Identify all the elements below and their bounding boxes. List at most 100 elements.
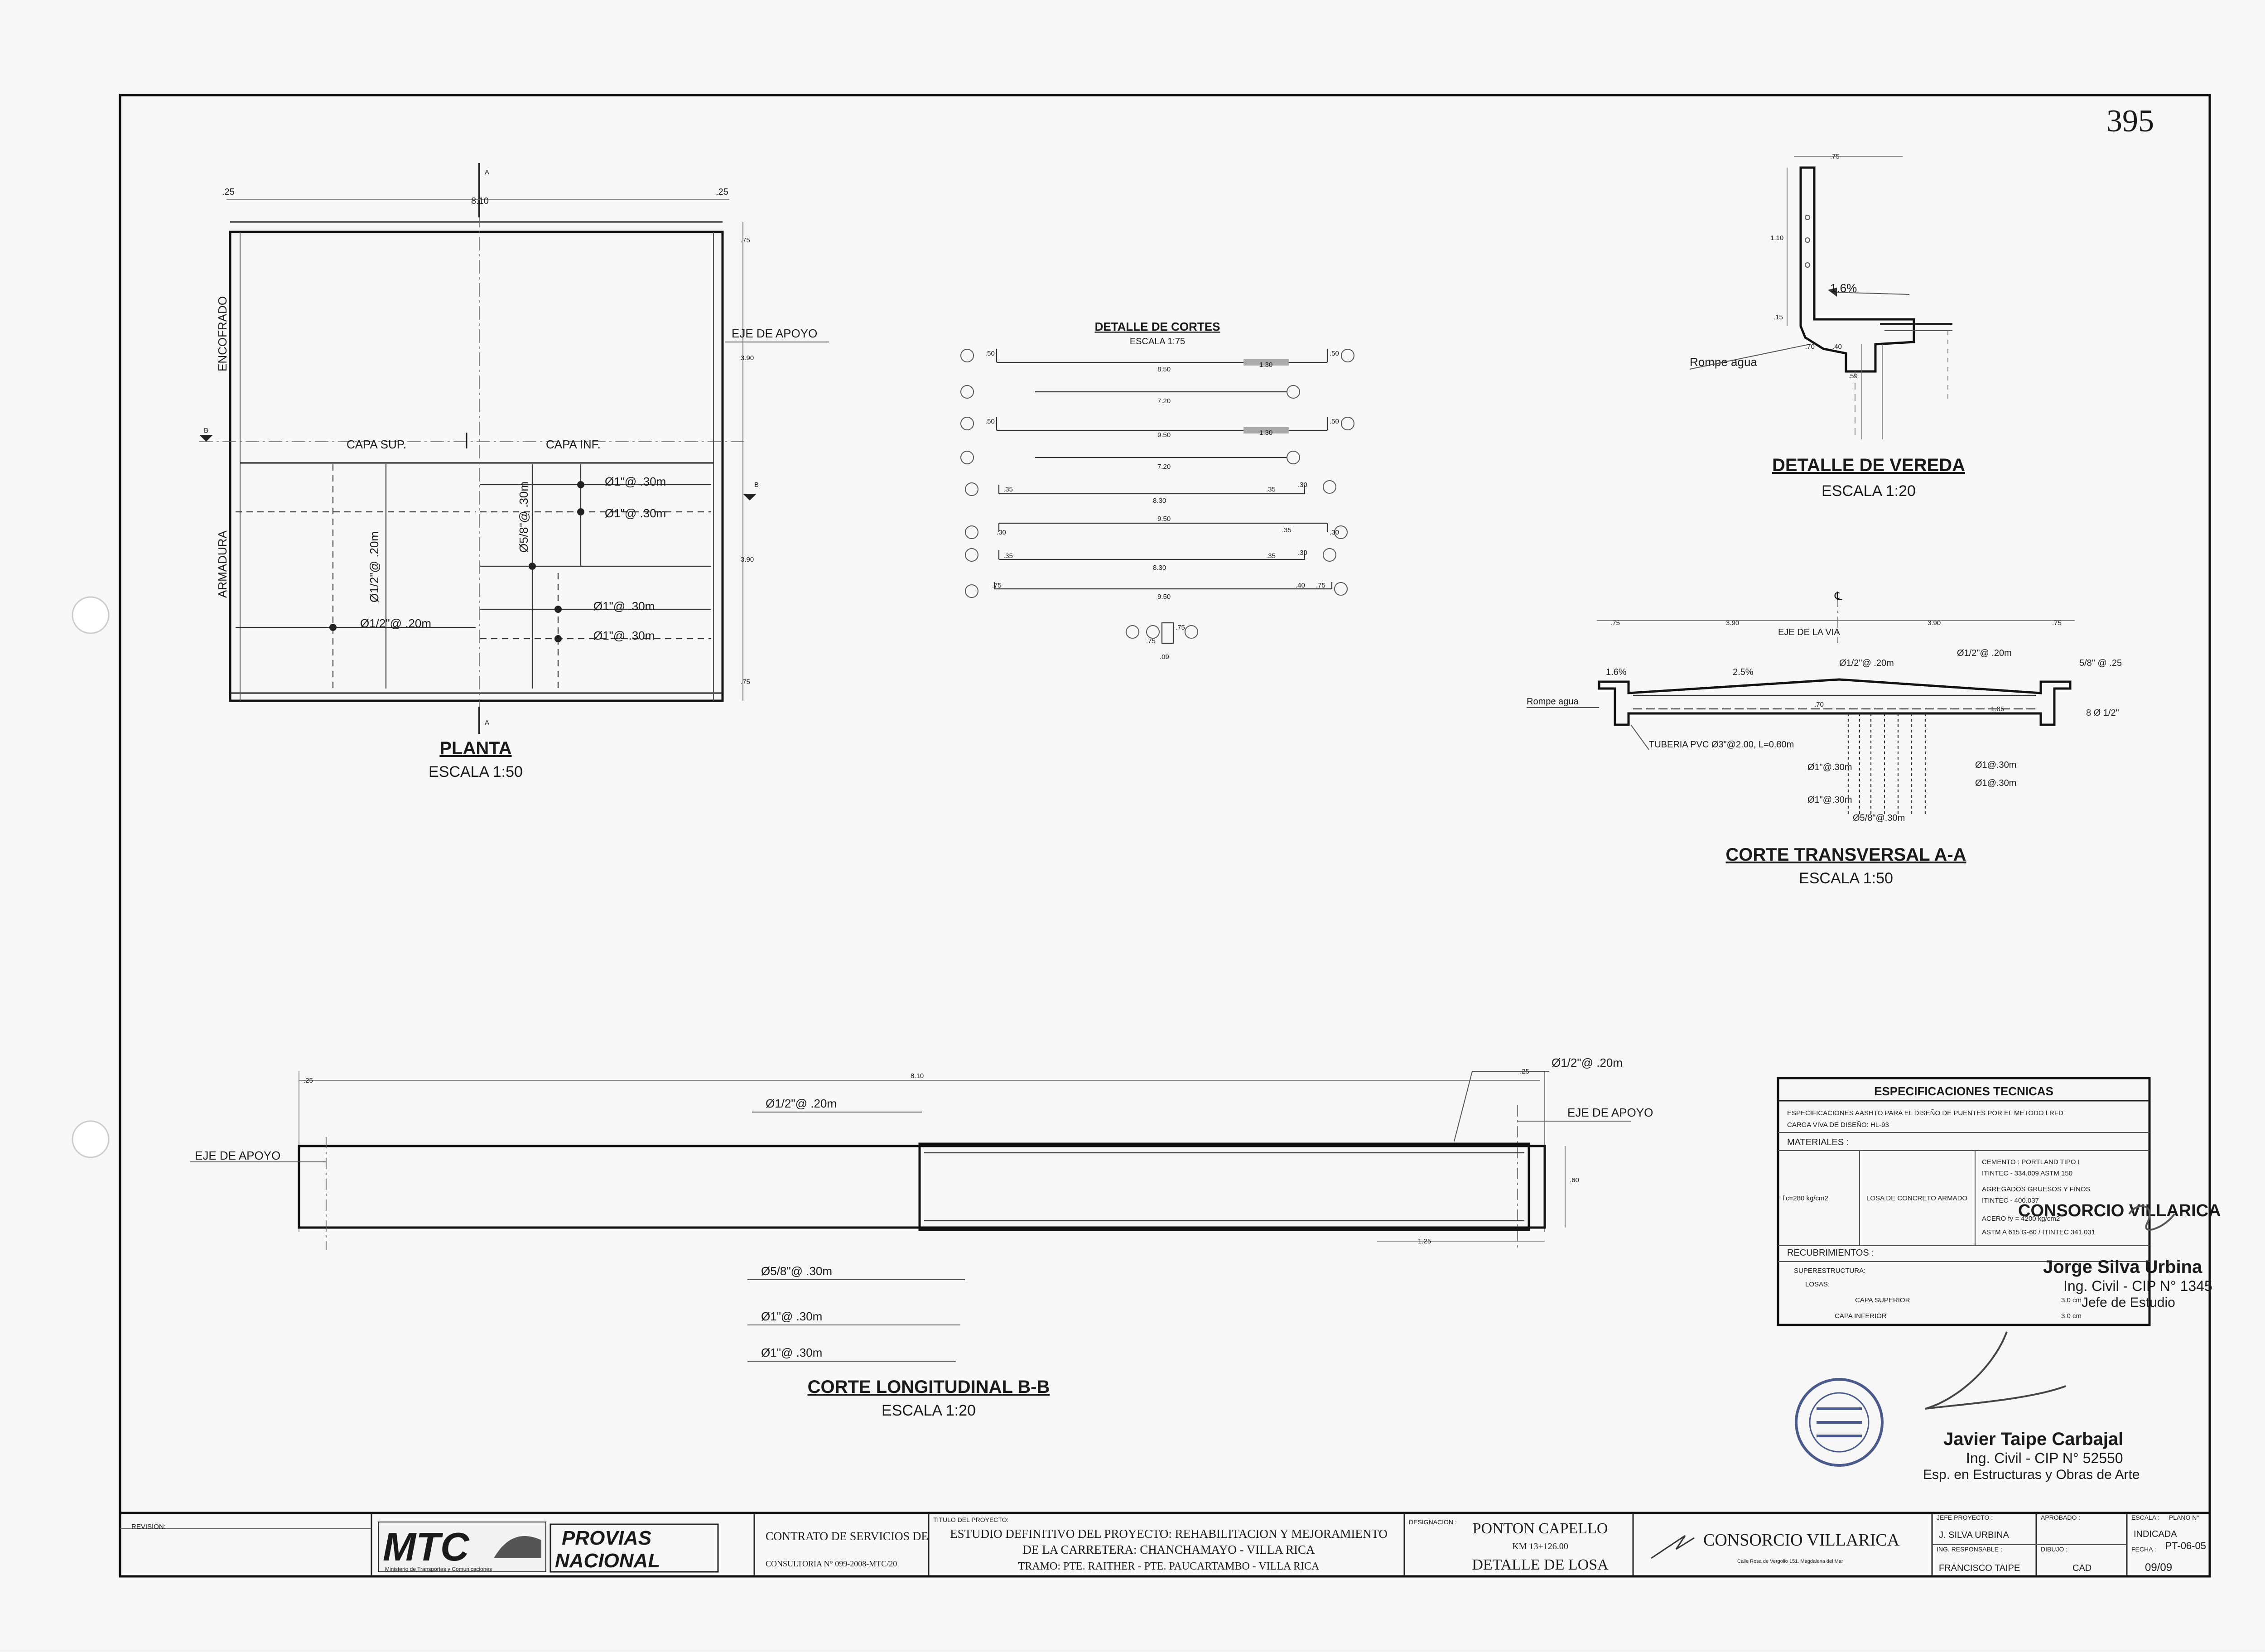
tb-dibujo-label: DIBUJO : (2041, 1546, 2067, 1553)
cortes-r8-left: .75 (992, 582, 1002, 589)
cortes-r7-hook: .35 (1266, 552, 1276, 560)
eje-via-label: EJE DE LA VIA (1778, 627, 1840, 637)
transversal-title: CORTE TRANSVERSAL A-A (1725, 845, 1966, 865)
cortes-r5-hook: .35 (1266, 486, 1276, 493)
binder-hole-bottom (72, 1120, 110, 1158)
specs-line2: CARGA VIVA DE DISEÑO: HL-93 (1787, 1121, 1889, 1129)
bar-row-2: 7.20 (960, 385, 1300, 405)
long-bar-1a: Ø1"@ .30m (761, 1310, 822, 1323)
binder-hole-top (72, 596, 110, 634)
cortes-r6-hook: .35 (1282, 526, 1292, 534)
tb-designacion-2: KM 13+126.00 (1512, 1541, 1568, 1551)
planta-view: .25 8.10 .25 .75 3.90 3.90 .75 ENCOFRADO… (199, 163, 829, 780)
trans-dim-4: .75 (2052, 619, 2062, 627)
specs-fc: f'c=280 kg/cm2 (1783, 1194, 1828, 1202)
sig2-signature (1925, 1331, 2066, 1410)
planta-dim-right: .25 (716, 187, 728, 197)
cortes-r6-len: 9.50 (1157, 515, 1171, 523)
sig1-signature (2128, 1205, 2175, 1231)
cortes-r7-len: 8.30 (1153, 564, 1166, 572)
trans-dim-6: 1.85 (1991, 705, 2004, 713)
tb-plano: PT-06-05 (2165, 1540, 2207, 1551)
long-bar-1b: Ø1"@ .30m (761, 1346, 822, 1359)
vereda-dim-6: .59 (1848, 372, 1858, 380)
specs-title: ESPECIFICACIONES TECNICAS (1874, 1084, 2053, 1098)
tb-designacion-label: DESIGNACION : (1409, 1518, 1457, 1526)
trans-dim-3: 3.90 (1928, 619, 1941, 627)
trans-bar-58-25: 5/8" @ .25 (2079, 658, 2122, 668)
vereda-title: DETALLE DE VEREDA (1772, 455, 1965, 475)
tb-fecha: 09/09 (2145, 1561, 2172, 1574)
vereda-slope: 1.6% (1830, 281, 1857, 295)
planta-dim-left: .25 (222, 187, 235, 197)
planta-bar-58: Ø5/8"@ .30m (517, 482, 530, 553)
cortes-r8-hook: .40 (1296, 582, 1305, 589)
cortes-r1-len: 8.50 (1157, 366, 1171, 373)
trans-bar-1b: Ø1"@.30m (1807, 795, 1852, 805)
cortes-r7-right: .30 (1298, 549, 1307, 557)
encofrado-label: ENCOFRADO (216, 296, 229, 371)
cortes-r6-right: .30 (1330, 529, 1339, 536)
detalle-cortes: DETALLE DE CORTES ESCALA 1:75 .50 8.50 1… (960, 320, 1354, 661)
tb-escala-label: ESCALA : (2131, 1514, 2159, 1521)
stirrup-dim-2: .75 (1176, 624, 1185, 631)
cortes-r8-len: 9.50 (1157, 593, 1171, 601)
planta-bar-12-h: Ø1/2"@ .20m (360, 616, 431, 630)
bar-row-1: .50 8.50 1.30 .50 (960, 349, 1354, 373)
cortes-r3-right: .50 (1330, 418, 1339, 425)
specs-superestructura: SUPERESTRUCTURA: (1794, 1267, 1865, 1275)
trans-bar-8-12: 8 Ø 1/2" (2086, 708, 2119, 718)
tb-titulo-2: DE LA CARRETERA: CHANCHAMAYO - VILLA RIC… (1022, 1543, 1315, 1556)
long-dim-depth: .60 (1570, 1176, 1579, 1184)
mtc-logo: MTC Ministerio de Transportes y Comunica… (378, 1522, 719, 1573)
trans-bar-58-30: Ø5/8"@.30m (1853, 813, 1905, 823)
trans-bar-1d: Ø1@.30m (1975, 778, 2016, 788)
trans-bar-12a: Ø1/2"@ .20m (1839, 658, 1894, 668)
specs-astm: ASTM A 615 G-60 / ITINTEC 341.031 (1982, 1228, 2095, 1236)
planta-sec-b-right: B (754, 481, 759, 489)
planta-eje-apoyo: EJE DE APOYO (732, 327, 817, 340)
tb-titulo-3: TRAMO: PTE. RAITHER - PTE. PAUCARTAMBO -… (1018, 1560, 1320, 1572)
long-bar-top-right: Ø1/2"@ .20m (1552, 1056, 1623, 1069)
long-eje-right: EJE DE APOYO (1567, 1106, 1653, 1119)
tb-plano-label: PLANO N° (2169, 1514, 2199, 1521)
tb-consorcio-addr: Calle Rosa de Vergolio 151. Magdalena de… (1737, 1559, 1843, 1564)
capa-inf-label: CAPA INF. (546, 438, 601, 451)
planta-sec-b-left: B (204, 427, 208, 434)
planta-sec-a-top: A (485, 169, 489, 176)
cortes-r3-len: 9.50 (1157, 431, 1171, 439)
planta-title: PLANTA (439, 738, 511, 758)
long-eje-left: EJE DE APOYO (195, 1149, 280, 1162)
longitudinal-scale: ESCALA 1:20 (882, 1402, 976, 1419)
specs-recubrimientos: RECUBRIMIENTOS : (1787, 1248, 1874, 1258)
tb-titulo-label: TITULO DEL PROYECTO: (933, 1516, 1008, 1523)
trans-dim-2: 3.90 (1726, 619, 1739, 627)
vereda-dim-3: .15 (1773, 313, 1783, 321)
vereda-dim-1: .75 (1830, 153, 1840, 160)
cortes-r5-len: 8.30 (1153, 497, 1166, 505)
capa-sup-label: CAPA SUP. (347, 438, 406, 451)
long-bar-top: Ø1/2"@ .20m (766, 1097, 837, 1110)
stirrup-dim-1: .75 (1146, 637, 1156, 645)
specs-capa-superior: CAPA SUPERIOR (1855, 1296, 1910, 1304)
trans-tuberia: TUBERIA PVC Ø3"@2.00, L=0.80m (1649, 740, 1794, 750)
long-dim-left: .25 (304, 1077, 313, 1084)
armadura-label: ARMADURA (216, 530, 229, 598)
cortes-r3-left: .50 (985, 418, 995, 425)
trans-bar-1a: Ø1"@.30m (1807, 762, 1852, 772)
cortes-r5-left: .35 (1003, 486, 1013, 493)
vereda-dim-5: .40 (1832, 343, 1842, 351)
planta-bar-1a: Ø1"@ .30m (605, 475, 666, 488)
planta-dim-low-right: 3.90 (741, 556, 754, 564)
tb-designacion-1: PONTON CAPELLO (1473, 1520, 1608, 1537)
consorcio-logo-icon (1651, 1535, 1695, 1559)
planta-dim-mid-right: 3.90 (741, 354, 754, 362)
trans-bar-1c: Ø1@.30m (1975, 760, 2016, 770)
sheet-number: 395 (2106, 104, 2154, 139)
tb-resp: FRANCISCO TAIPE (1939, 1563, 2020, 1573)
long-bar-58: Ø5/8"@ .30m (761, 1264, 832, 1278)
cortes-r6-left: .30 (997, 529, 1006, 536)
trans-dim-5: .70 (1814, 701, 1824, 708)
sheet-border (119, 94, 2211, 1578)
cortes-r7-left: .35 (1003, 552, 1013, 560)
